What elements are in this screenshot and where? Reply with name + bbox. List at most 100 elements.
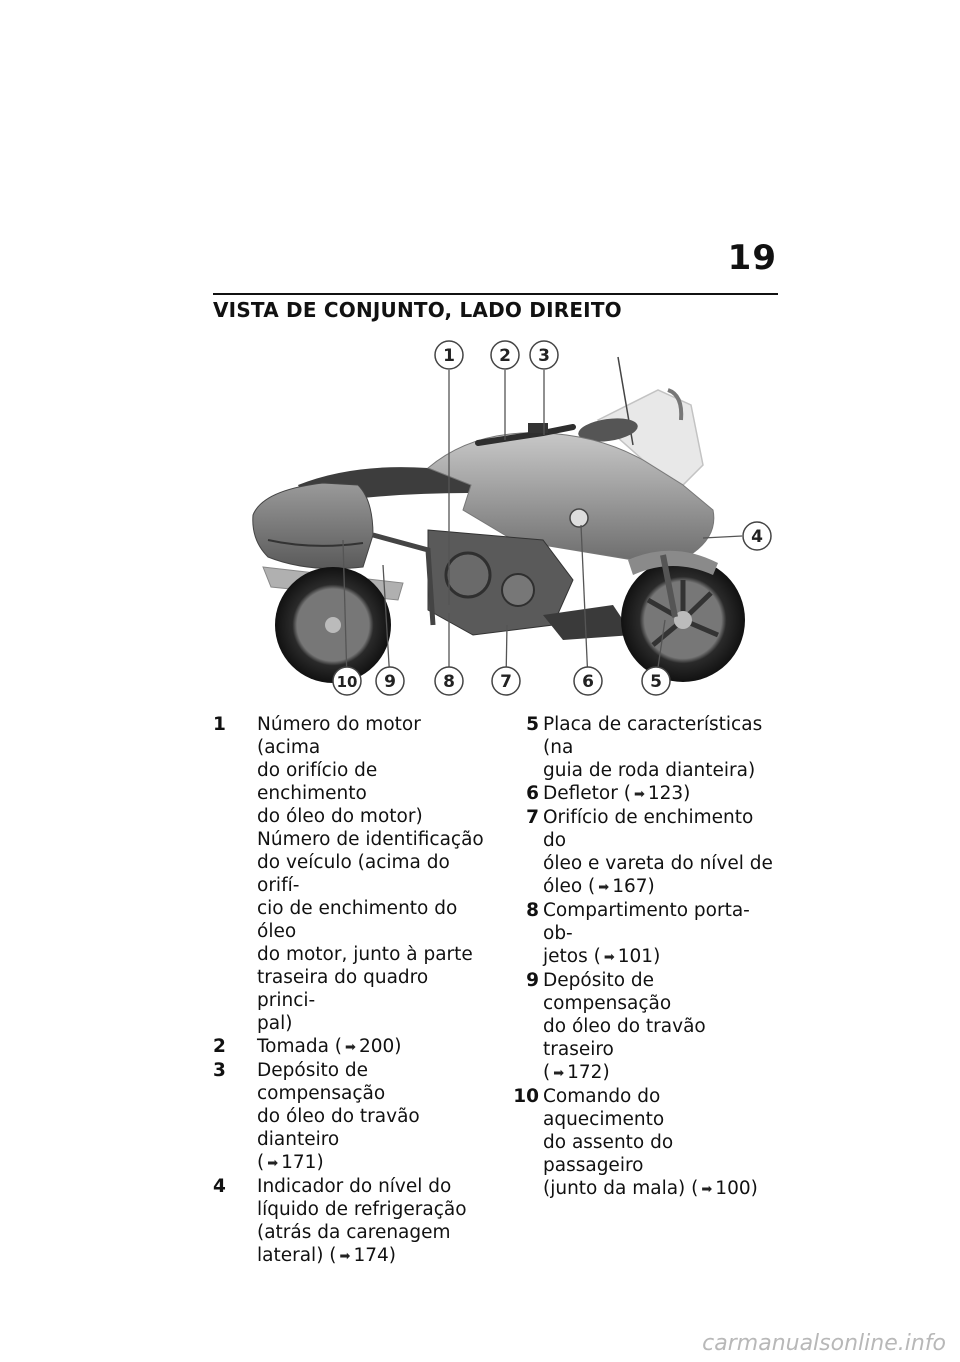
legend-item-text: óleo e vareta do nível de <box>543 852 778 875</box>
legend-item-text: (junto da mala) (➡100) <box>543 1177 778 1201</box>
legend-item-line: do veículo (acima do orifí- <box>257 852 450 896</box>
page-reference-link[interactable]: (➡167) <box>582 876 655 897</box>
legend-item-number: 4 <box>213 1176 226 1197</box>
callout-10-icon: 10 <box>332 666 362 696</box>
section-title: VISTA DE CONJUNTO, LADO DIREITO <box>213 298 622 322</box>
legend-item-number: 1 <box>213 714 226 735</box>
callout-5-icon: 5 <box>641 666 671 696</box>
legend-item-line: (atrás da carenagem <box>257 1222 451 1243</box>
callout-label: 3 <box>538 346 550 366</box>
legend-item-number: 9 <box>526 970 539 991</box>
callout-label: 7 <box>500 672 512 692</box>
legend-item-line: guia de roda dianteira) <box>543 760 756 781</box>
page-reference-link[interactable]: (➡123) <box>617 783 691 804</box>
legend-item-text: (atrás da carenagem <box>257 1221 488 1244</box>
callout-label: 4 <box>751 527 763 547</box>
legend-item-text: do motor, junto à parte <box>257 943 488 966</box>
callout-label: 5 <box>650 672 662 692</box>
callout-label: 6 <box>582 672 594 692</box>
legend-item-line: Número do motor (acima <box>257 714 421 758</box>
legend-item-text: Tomada (➡200) <box>257 1035 488 1059</box>
legend-item-text: cio de enchimento do óleo <box>257 897 488 943</box>
legend-item-text: Compartimento porta-ob- <box>543 899 778 945</box>
arrow-right-icon: ➡ <box>345 1040 356 1055</box>
page-reference-link[interactable]: (➡100) <box>685 1178 758 1199</box>
callout-6-icon: 6 <box>573 666 603 696</box>
legend-item-line: Defletor <box>543 783 618 804</box>
legend-item-text: do orifício de enchimento <box>257 759 488 805</box>
legend-item-number: 8 <box>526 900 539 921</box>
page-reference-number: 100 <box>715 1178 751 1199</box>
legend-item-line: jetos <box>543 946 588 967</box>
watermark: carmanualsonline.info <box>702 1331 946 1356</box>
callout-label: 9 <box>384 672 396 692</box>
arrow-right-icon: ➡ <box>267 1156 279 1171</box>
legend-item-line: do óleo do motor) <box>257 806 423 827</box>
page-reference-number: 123 <box>647 783 684 804</box>
legend-item-text: Orifício de enchimento do <box>543 806 778 852</box>
legend-item-text: Depósito de compensação <box>257 1059 488 1105</box>
legend-item-text: lateral) (➡174) <box>257 1244 488 1268</box>
legend-item-number: 7 <box>526 807 539 828</box>
legend-item-line: traseira do quadro princi- <box>257 967 429 1011</box>
legend-item-text: do veículo (acima do orifí- <box>257 851 488 897</box>
legend-item-text: Depósito de compensação <box>543 969 778 1015</box>
legend-item-text: guia de roda dianteira) <box>543 759 778 782</box>
motorcycle-figure: 1 2 3 4 10 9 8 7 <box>213 335 778 700</box>
page-reference-number: 200 <box>358 1036 395 1057</box>
legend-item-number: 5 <box>526 714 539 735</box>
legend-item-line: (junto da mala) <box>543 1178 686 1199</box>
legend-item-line: óleo <box>543 876 583 897</box>
legend-item-line: óleo e vareta do nível de <box>543 853 773 874</box>
side-case <box>252 482 374 570</box>
callout-8-icon: 8 <box>434 666 464 696</box>
legend-item-number: 2 <box>213 1036 226 1057</box>
page-reference-link[interactable]: (➡101) <box>587 946 661 967</box>
page-reference-link[interactable]: (➡174) <box>323 1245 396 1266</box>
legend-item-text: Número de identificação <box>257 828 488 851</box>
callout-label: 10 <box>337 673 358 691</box>
header-rule <box>213 293 778 295</box>
legend-item-line: Depósito de compensação <box>257 1060 386 1104</box>
legend-item-2: 2 Tomada (➡200) <box>213 1035 488 1059</box>
legend-item-line: Depósito de compensação <box>543 970 672 1014</box>
legend-item-line: Indicador do nível do <box>257 1176 452 1197</box>
page-reference-number: 171 <box>281 1152 317 1173</box>
arrow-right-icon: ➡ <box>598 880 610 895</box>
legend-item-number: 6 <box>526 783 539 804</box>
arrow-right-icon: ➡ <box>701 1182 713 1197</box>
callout-label: 1 <box>443 346 455 366</box>
legend-item-text: do assento do passageiro <box>543 1131 778 1177</box>
legend-item-number: 3 <box>213 1060 226 1081</box>
callout-3-icon: 3 <box>529 340 559 370</box>
legend-item-text: do óleo do travão dianteiro <box>257 1105 488 1151</box>
callout-7-icon: 7 <box>491 666 521 696</box>
page-reference-number: 172 <box>567 1062 603 1083</box>
legend-item-line: Orifício de enchimento do <box>543 807 754 851</box>
page-reference-link[interactable]: (➡200) <box>328 1036 402 1057</box>
legend-item-text: do óleo do travão traseiro <box>543 1015 778 1061</box>
arrow-right-icon: ➡ <box>339 1249 351 1264</box>
legend-item-text: líquido de refrigeração <box>257 1198 488 1221</box>
legend-item-text: Defletor (➡123) <box>543 782 778 806</box>
callout-label: 2 <box>499 346 511 366</box>
arrow-right-icon: ➡ <box>633 787 645 802</box>
page-reference-number: 167 <box>612 876 648 897</box>
legend-item-line: Placa de características (na <box>543 714 763 758</box>
legend-item-line: líquido de refrigeração <box>257 1199 467 1220</box>
legend-item-line: do óleo do travão dianteiro <box>257 1106 420 1150</box>
legend-item-text: jetos (➡101) <box>543 945 778 969</box>
legend-item-line: lateral) <box>257 1245 324 1266</box>
legend-item-line: do óleo do travão traseiro <box>543 1016 706 1060</box>
legend-item-text: Comando do aquecimento <box>543 1085 778 1131</box>
legend-item-line: do orifício de enchimento <box>257 760 378 804</box>
